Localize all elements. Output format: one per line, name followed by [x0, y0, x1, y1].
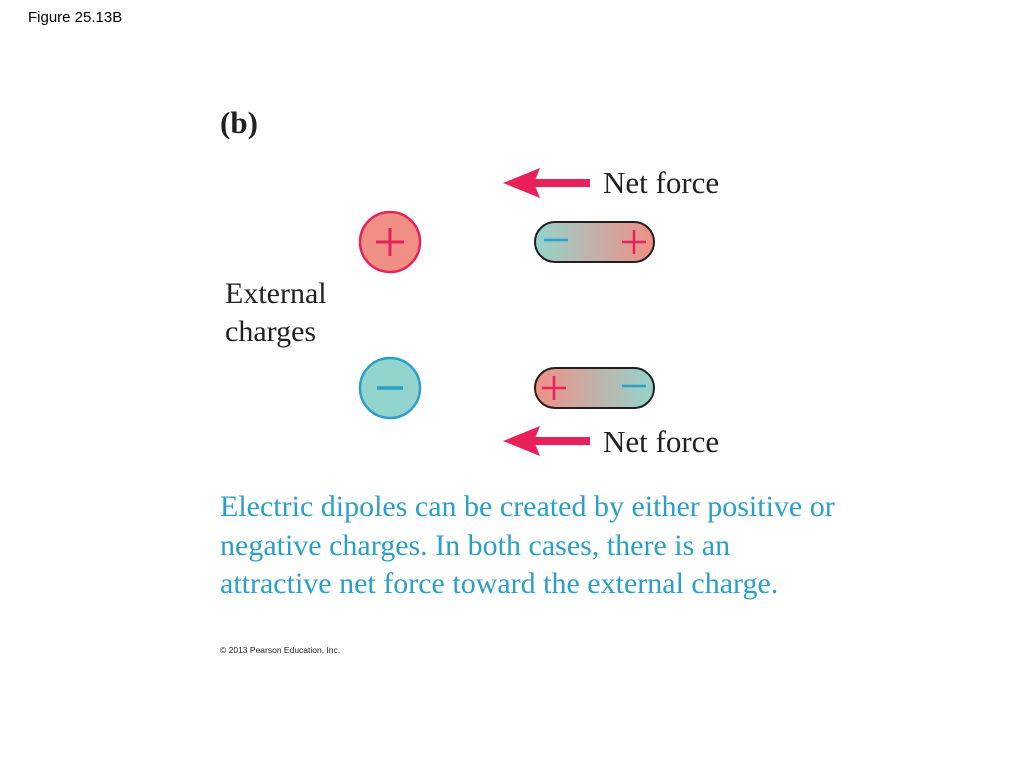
external-charges-label: External charges: [225, 275, 327, 351]
left-arrow-icon: [503, 168, 590, 198]
figure-label: Figure 25.13B: [28, 9, 123, 26]
negative-charge-icon: [358, 356, 422, 420]
net-force-label-top: Net force: [603, 165, 720, 200]
caption: Electric dipoles can be created by eithe…: [220, 490, 835, 600]
dipole-icon: [534, 367, 655, 409]
external-label-line2: charges: [225, 315, 317, 348]
external-label-line1: External: [225, 277, 327, 310]
copyright: © 2013 Pearson Education, Inc.: [220, 645, 341, 655]
left-arrow-icon: [503, 426, 590, 456]
panel-label: (b): [220, 105, 258, 140]
positive-charge-icon: [358, 210, 422, 274]
net-force-label-bottom: Net force: [603, 424, 720, 459]
dipole-icon: [534, 221, 655, 263]
